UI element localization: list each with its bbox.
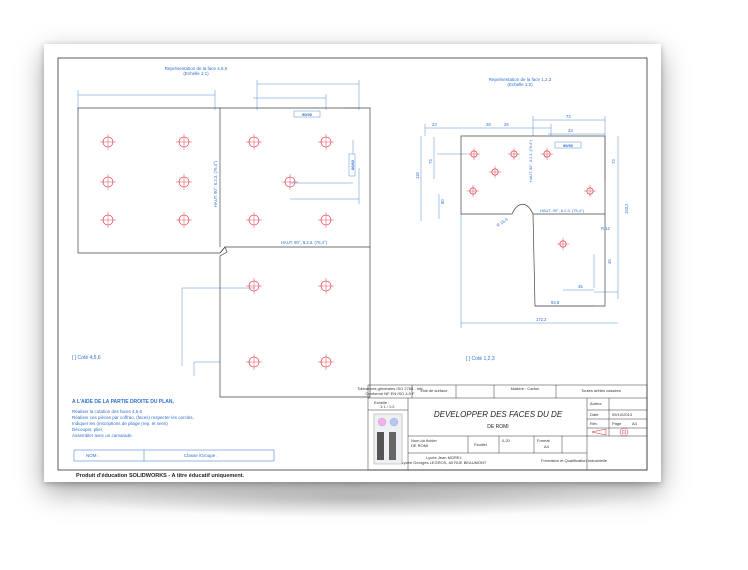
right-part-outline <box>461 136 605 306</box>
dim-d4: 73 <box>566 114 571 119</box>
right-dimension-lines <box>421 116 618 328</box>
left-note-small: 90/90 <box>302 112 313 117</box>
dim-h5: 153,2 <box>624 203 629 214</box>
tb-cell: Toutes arêtes cassées <box>581 388 621 393</box>
instruction-line: Assembler avec un camarade. <box>72 433 133 438</box>
tb-cell: Conforme NF EN ISO 4,5 F <box>366 391 415 396</box>
hole-symbol <box>467 185 479 197</box>
main-title: DEVELOPPER DES FACES DU DE <box>434 410 563 419</box>
hole-symbol <box>100 212 116 228</box>
left-view-scale: (Echelle 1:1) <box>183 71 209 76</box>
right-cote: [ ] Coté 1,2,3 <box>466 356 495 362</box>
right-note-small: 90/90 <box>563 143 574 148</box>
right-angle-label: HAUT. 90°, 6.2.3. (76,4°) <box>540 208 585 213</box>
page-value: A4 <box>632 421 638 426</box>
class-label: Classe /Groupe : <box>184 453 218 458</box>
hole-symbol <box>318 278 334 294</box>
footer-note: Produit d'éducation SOLIDWORKS - A titre… <box>76 473 244 479</box>
subtitle: DE ROMI <box>487 424 508 430</box>
hole-symbol <box>318 134 334 150</box>
auteur-label: Auteur <box>590 401 602 406</box>
right-view-scale: (Echelle 1:2) <box>507 82 533 87</box>
hole-symbol <box>246 212 262 228</box>
hole-symbol <box>508 148 520 160</box>
hole-symbol <box>176 134 192 150</box>
dim-h2: 118 <box>415 172 420 179</box>
sheet-shadow <box>70 478 640 518</box>
dim-w3: 172,2 <box>536 317 547 322</box>
hole-symbol <box>100 134 116 150</box>
dim-r1: R 12 <box>601 226 611 231</box>
hole-symbol <box>246 134 262 150</box>
left-horizontal-label: HAUT. 90°, 6.2.3. (76,4°) <box>281 240 328 245</box>
date-label: Date <box>590 412 599 417</box>
title-block-right: Auteur Date 09/10/2013 Rév Page A4 <box>590 401 638 426</box>
hole-symbol <box>489 166 501 178</box>
tb-cell: Etat de surface <box>421 388 449 393</box>
dim-v1: 45 <box>607 259 612 264</box>
left-dimension-lines <box>78 80 359 376</box>
dim-d3: 26 <box>504 122 509 127</box>
lycee-address: Lycée Georges LEGROS, 80 RUE BEAUMONT <box>402 460 487 465</box>
hole-symbol <box>282 174 298 190</box>
page-label: Page <box>612 421 622 426</box>
dim-d2: 28 <box>486 122 491 127</box>
tb-cell: Matière : Carton <box>511 386 540 391</box>
formation: Formation et Qualification Industrielle <box>541 458 608 463</box>
dim-w1: 45 <box>578 284 583 289</box>
date-value: 09/10/2013 <box>612 412 633 417</box>
left-cote: [ ] Coté 4,5,6 <box>72 355 101 361</box>
echelle-value: 1:1 / 1:2 <box>380 404 395 409</box>
nom-fichier-value: DE ROMI <box>411 443 428 448</box>
dim-h4: 73 <box>611 159 616 164</box>
poids-label: 0,20 <box>502 438 511 443</box>
instruction-line: Indiquer les (inscriptions de pliage (re… <box>72 421 168 426</box>
title-block-top-cells: Tolérances générales ISO 2768 - mK Confo… <box>357 386 621 396</box>
instruction-line: Réaliser la cotation des faces 4,5,6 <box>72 409 143 414</box>
title-block-bottom: Nom du fichier DE ROMI Feuillet 0,20 For… <box>402 438 608 465</box>
instruction-line: Découper, plier, <box>72 427 103 432</box>
instructions-lines: Réaliser la cotation des faces 4,5,6 Réa… <box>72 409 194 438</box>
hole-symbol <box>468 148 480 160</box>
dim-d1: 23 <box>432 122 437 127</box>
dim-d5: 43 <box>568 128 573 133</box>
hole-symbol <box>176 174 192 190</box>
feuille-label: Feuillet <box>474 442 488 447</box>
name-label: NOM : <box>86 453 99 458</box>
technical-drawing: Représentation de la face 4,5,6 (Echelle… <box>44 44 661 482</box>
instruction-line: Réaliser ces pièces par coffrao, (faces)… <box>72 415 194 420</box>
dim-r2: R 16,5 <box>496 216 510 228</box>
hole-symbol <box>246 354 262 370</box>
dim-w2: 93,8 <box>551 300 560 305</box>
format-label: Format <box>537 438 551 443</box>
hole-symbol <box>557 238 569 250</box>
hole-symbol <box>176 212 192 228</box>
part-thumbnail-icon <box>374 414 402 464</box>
hole-symbol <box>100 174 116 190</box>
format-value: A4 <box>544 444 550 449</box>
hole-symbol <box>541 148 553 160</box>
dim-h3: 80 <box>440 199 445 204</box>
right-dimension-text: 23 28 26 73 43 73 118 80 73 153,2 R 12 R… <box>415 114 629 322</box>
right-vertical-label: HAUT. 90°, 6.2.3. (76,4°) <box>529 139 533 182</box>
hole-symbol <box>246 278 262 294</box>
left-note-right: 60/60 <box>350 159 355 170</box>
hole-symbol <box>318 354 334 370</box>
drawing-sheet: Représentation de la face 4,5,6 (Echelle… <box>44 44 661 482</box>
hole-symbol <box>584 185 596 197</box>
projection-symbol <box>592 428 628 436</box>
hole-symbol <box>318 212 334 228</box>
left-part-outline <box>78 108 370 397</box>
dim-h1: 73 <box>428 159 433 164</box>
name-class-box <box>74 450 274 461</box>
left-vertical-label: HAUT. 90°, 6.2.3. (76,4°) <box>213 160 218 207</box>
instructions-heading: A L'AIDE DE LA PARTIE DROITE DU PLAN, <box>72 399 174 405</box>
rev-label: Rév <box>590 421 597 426</box>
